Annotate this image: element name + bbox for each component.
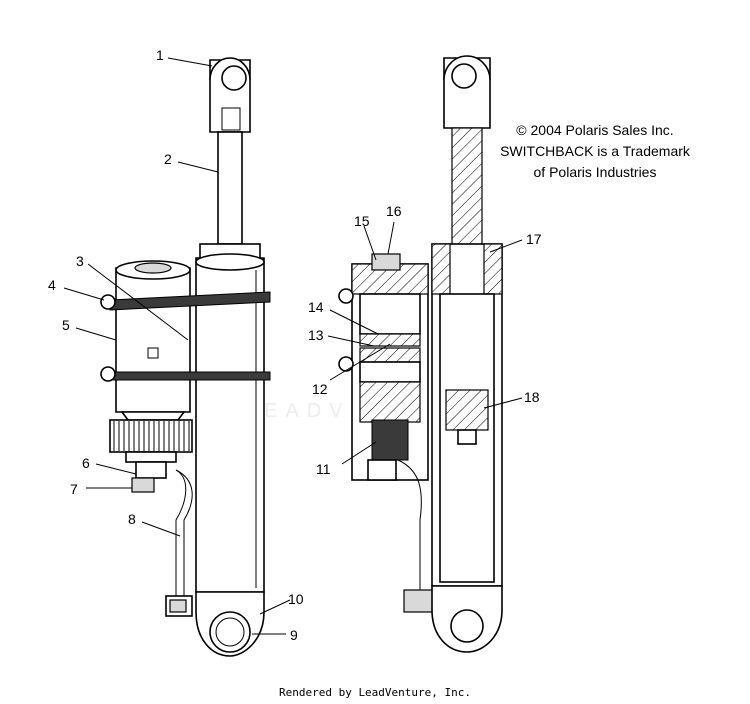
callout-leaders xyxy=(63,57,523,635)
cutaway-reservoir xyxy=(338,253,429,481)
shaft xyxy=(217,131,243,245)
callout-16: 16 xyxy=(386,203,402,219)
trademark-line: SWITCHBACK is a Trademark xyxy=(500,143,690,159)
bottom-eyelet xyxy=(195,591,265,657)
callout-13: 13 xyxy=(308,327,324,343)
copyright-notice: © 2004 Polaris Sales Inc. SWITCHBACK is … xyxy=(480,120,710,183)
callout-7: 7 xyxy=(70,481,78,497)
shock-cutaway-view xyxy=(338,55,503,653)
callout-15: 15 xyxy=(354,213,370,229)
callout-1: 1 xyxy=(156,47,164,63)
reservoir xyxy=(115,260,191,421)
render-credit: Rendered by LeadVenture, Inc. xyxy=(278,686,472,699)
shock-external-view xyxy=(100,57,271,657)
callout-5: 5 xyxy=(62,317,70,333)
adjuster-bolt xyxy=(131,477,155,493)
trademark-owner-line: of Polaris Industries xyxy=(533,164,657,180)
callout-9: 9 xyxy=(290,627,298,643)
callout-14: 14 xyxy=(308,299,324,315)
bottom-hose-fitting xyxy=(165,595,193,617)
cutaway-bottom-fitting xyxy=(403,589,435,613)
callout-4: 4 xyxy=(48,277,56,293)
cutaway-bottom-eyelet xyxy=(431,585,503,653)
callout-10: 10 xyxy=(288,591,304,607)
callout-2: 2 xyxy=(164,151,172,167)
cutaway-top-eyelet xyxy=(443,55,491,129)
reservoir-clamps xyxy=(100,291,271,382)
callout-11: 11 xyxy=(316,461,331,477)
callout-labels: 1 2 3 4 5 6 7 8 9 10 11 12 13 14 15 16 1… xyxy=(48,47,542,643)
callout-8: 8 xyxy=(128,511,136,527)
callout-6: 6 xyxy=(82,455,90,471)
callout-12: 12 xyxy=(312,381,328,397)
callout-18: 18 xyxy=(524,389,540,405)
shock-body xyxy=(195,253,265,593)
cutaway-hose xyxy=(397,459,422,590)
copyright-line: © 2004 Polaris Sales Inc. xyxy=(516,122,674,138)
knurled-adjuster xyxy=(109,419,193,463)
callout-3: 3 xyxy=(76,253,84,269)
adjuster-fitting xyxy=(135,461,167,479)
reservoir-hose xyxy=(175,469,193,600)
top-eyelet xyxy=(209,57,251,133)
cutaway-piston xyxy=(445,389,489,445)
callout-17: 17 xyxy=(526,231,542,247)
